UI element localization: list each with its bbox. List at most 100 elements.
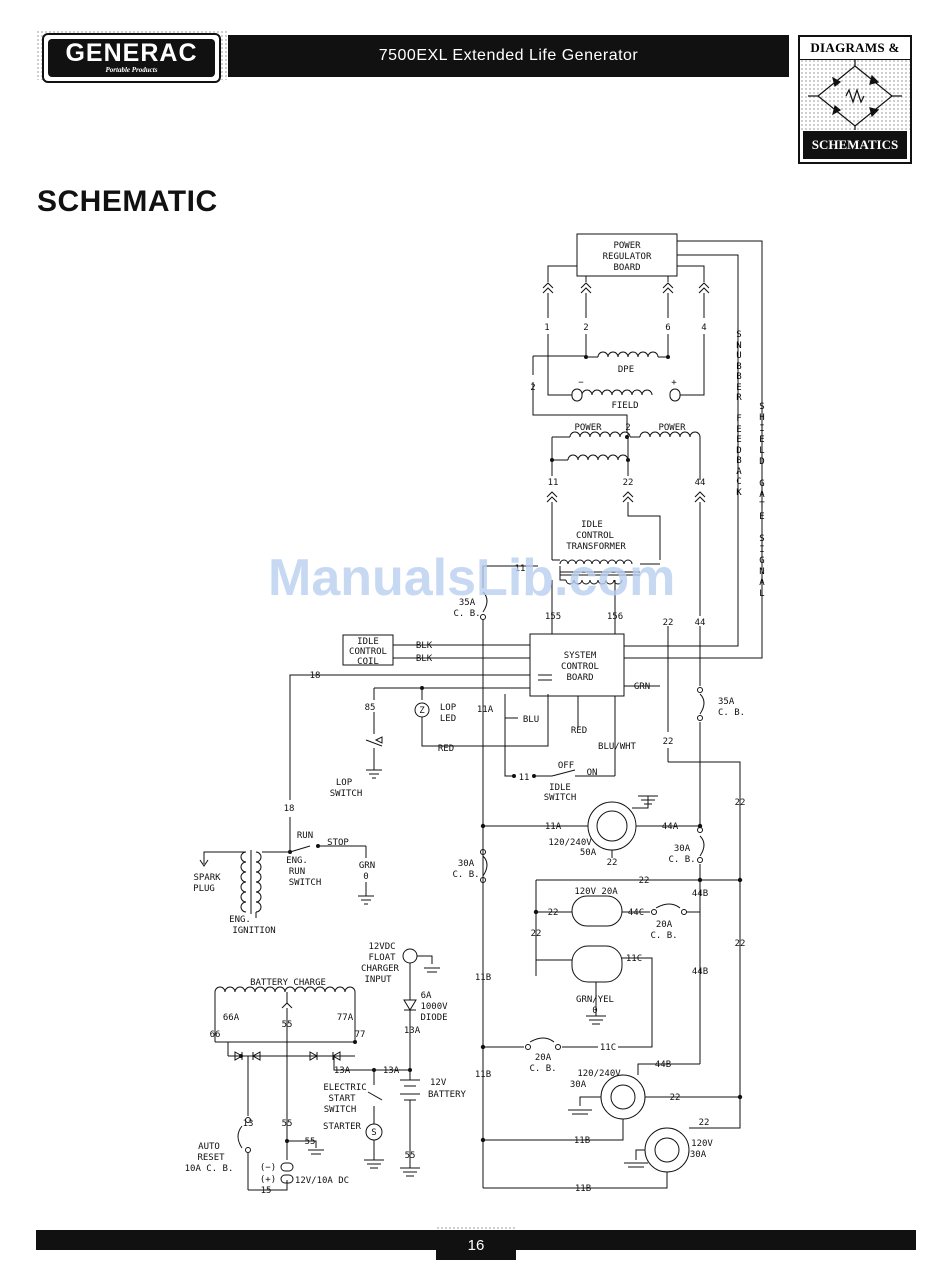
label-idle-xfmr-1: IDLE bbox=[581, 520, 603, 530]
wire-77-label: 77 bbox=[355, 1030, 366, 1040]
snubber-letter: B bbox=[736, 372, 742, 382]
label-cb-20a-right-1: 20A bbox=[656, 920, 673, 930]
label-cb-30a-left-2: C. B. bbox=[452, 870, 479, 880]
label-power-regulator-1: POWER bbox=[613, 241, 641, 251]
wire-55b-label: 55 bbox=[282, 1119, 293, 1129]
label-cb-30a-right-2: C. B. bbox=[668, 855, 695, 865]
label-battery-charge: BATTERY CHARGE bbox=[250, 978, 326, 988]
snubber-letter: E bbox=[736, 435, 742, 445]
label-auto-reset-3: 10A C. B. bbox=[185, 1164, 234, 1174]
wire-44b-label: 44B bbox=[692, 889, 708, 899]
outlet-120v-20a-top bbox=[571, 895, 623, 927]
label-estart-1: ELECTRIC bbox=[323, 1083, 366, 1093]
wire-55d-label: 55 bbox=[405, 1151, 416, 1161]
shield-letter: N bbox=[759, 567, 765, 577]
label-stop: STOP bbox=[327, 838, 349, 848]
label-cb-35a-right-1: 35A bbox=[718, 697, 735, 707]
snubber-letter: D bbox=[736, 445, 742, 456]
snubber-letter: S bbox=[736, 330, 742, 340]
label-spark-plug-1: SPARK bbox=[193, 873, 221, 883]
wire-11b5-label: 11B bbox=[575, 1184, 591, 1194]
wire-22a-label: 22 bbox=[663, 618, 674, 628]
label-cb-20a-right-2: C. B. bbox=[650, 931, 677, 941]
wire-grn-label: GRN bbox=[634, 682, 650, 692]
snubber-letter: U bbox=[736, 351, 742, 361]
label-idle-xfmr-3: TRANSFORMER bbox=[566, 542, 626, 552]
wire-44c-label: 44C bbox=[628, 908, 644, 918]
label-scb-1: SYSTEM bbox=[564, 651, 597, 661]
label-power-regulator-3: BOARD bbox=[613, 263, 640, 273]
label-scb-3: BOARD bbox=[566, 673, 593, 683]
wire-22-label: 22 bbox=[623, 478, 634, 488]
outlet-120-240v-50a bbox=[587, 801, 637, 851]
label-power-regulator-2: REGULATOR bbox=[603, 252, 652, 262]
badge-top-label: DIAGRAMS & bbox=[800, 37, 910, 60]
label-auto-reset-2: RESET bbox=[197, 1153, 225, 1163]
label-outlet-120v-30a-1: 120V bbox=[691, 1139, 713, 1149]
shield-letter: T bbox=[759, 501, 765, 511]
label-cb-35a-left-1: 35A bbox=[459, 598, 476, 608]
wire-18a-label: 18 bbox=[310, 671, 321, 681]
wire-66-label: 66 bbox=[210, 1030, 221, 1040]
wire-bluwht-label: BLU/WHT bbox=[598, 742, 637, 752]
label-idle-coil-3: COIL bbox=[357, 657, 379, 667]
wire-66a-label: 66A bbox=[223, 1013, 240, 1023]
wire-6-label: 6 bbox=[665, 323, 670, 333]
label-idle-switch-1: IDLE bbox=[549, 783, 571, 793]
label-eng-ign-1: ENG. bbox=[229, 915, 251, 925]
snubber-letter bbox=[734, 404, 744, 415]
label-cb-20a-bottom-2: C. B. bbox=[529, 1064, 556, 1074]
label-auto-reset-1: AUTO bbox=[198, 1142, 220, 1152]
shield-letter: L bbox=[759, 589, 765, 599]
shield-letter: S bbox=[759, 534, 765, 544]
label-cb-30a-right-1: 30A bbox=[674, 844, 691, 854]
shield-letter: L bbox=[759, 446, 765, 456]
junction-dots bbox=[239, 355, 743, 1143]
logo-tagline: Portable Products bbox=[105, 66, 158, 74]
label-grn-yel: GRN/YEL bbox=[576, 995, 614, 1005]
wire-11c2-label: 11C bbox=[600, 1043, 616, 1053]
wire-22j-label: 22 bbox=[699, 1118, 710, 1128]
label-battery-1: 12V bbox=[430, 1078, 447, 1088]
manual-title: 7500EXL Extended Life Generator bbox=[378, 47, 639, 64]
label-battery-2: BATTERY bbox=[428, 1090, 467, 1100]
label-idle-switch-2: SWITCH bbox=[544, 793, 577, 803]
wire-13-label: 13 bbox=[243, 1119, 254, 1129]
shield-letter: A bbox=[759, 578, 765, 588]
label-eng-ign-2: IGNITION bbox=[232, 926, 275, 936]
label-outlet-20a: 120V 20A bbox=[574, 887, 618, 897]
wire-15-label: 15 bbox=[261, 1186, 272, 1196]
label-idle-off: OFF bbox=[558, 761, 574, 771]
wire-44a2-label: 44A bbox=[662, 822, 679, 832]
shield-letter bbox=[757, 523, 767, 534]
label-power-right: POWER bbox=[658, 423, 686, 433]
system-control-board bbox=[529, 633, 625, 697]
shield-letter: D bbox=[759, 457, 765, 467]
label-eng-run-1: ENG. bbox=[286, 856, 308, 866]
snubber-letter: B bbox=[736, 361, 742, 372]
label-outlet-120v-30a-2: 30A bbox=[690, 1150, 707, 1160]
shield-letter: I bbox=[759, 545, 765, 555]
snubber-letter: R bbox=[736, 393, 742, 403]
wire-22c-label: 22 bbox=[607, 858, 618, 868]
generac-logo: GENERAC Portable Products bbox=[42, 33, 221, 83]
label-float-4: INPUT bbox=[364, 975, 392, 985]
label-idle-coil-2: CONTROL bbox=[349, 647, 387, 657]
wire-18b-label: 18 bbox=[284, 804, 295, 814]
wire-11b3-label: 11B bbox=[475, 1070, 491, 1080]
label-float-1: 12VDC bbox=[368, 942, 395, 952]
label-diode-1: 6A bbox=[421, 991, 432, 1001]
label-float-3: CHARGER bbox=[361, 964, 400, 974]
label-eng-run-2: RUN bbox=[289, 867, 305, 877]
wire-blk1-label: BLK bbox=[416, 641, 433, 651]
wire-2-label: 2 bbox=[583, 323, 588, 333]
wire-85-label: 85 bbox=[365, 703, 376, 713]
wire-22d-label: 22 bbox=[735, 798, 746, 808]
diode-bridge-icon bbox=[808, 60, 902, 130]
manual-title-bar: 7500EXL Extended Life Generator bbox=[228, 35, 789, 77]
wire-11b4-label: 11B bbox=[574, 1136, 590, 1146]
label-cb-30a-left-1: 30A bbox=[458, 859, 475, 869]
